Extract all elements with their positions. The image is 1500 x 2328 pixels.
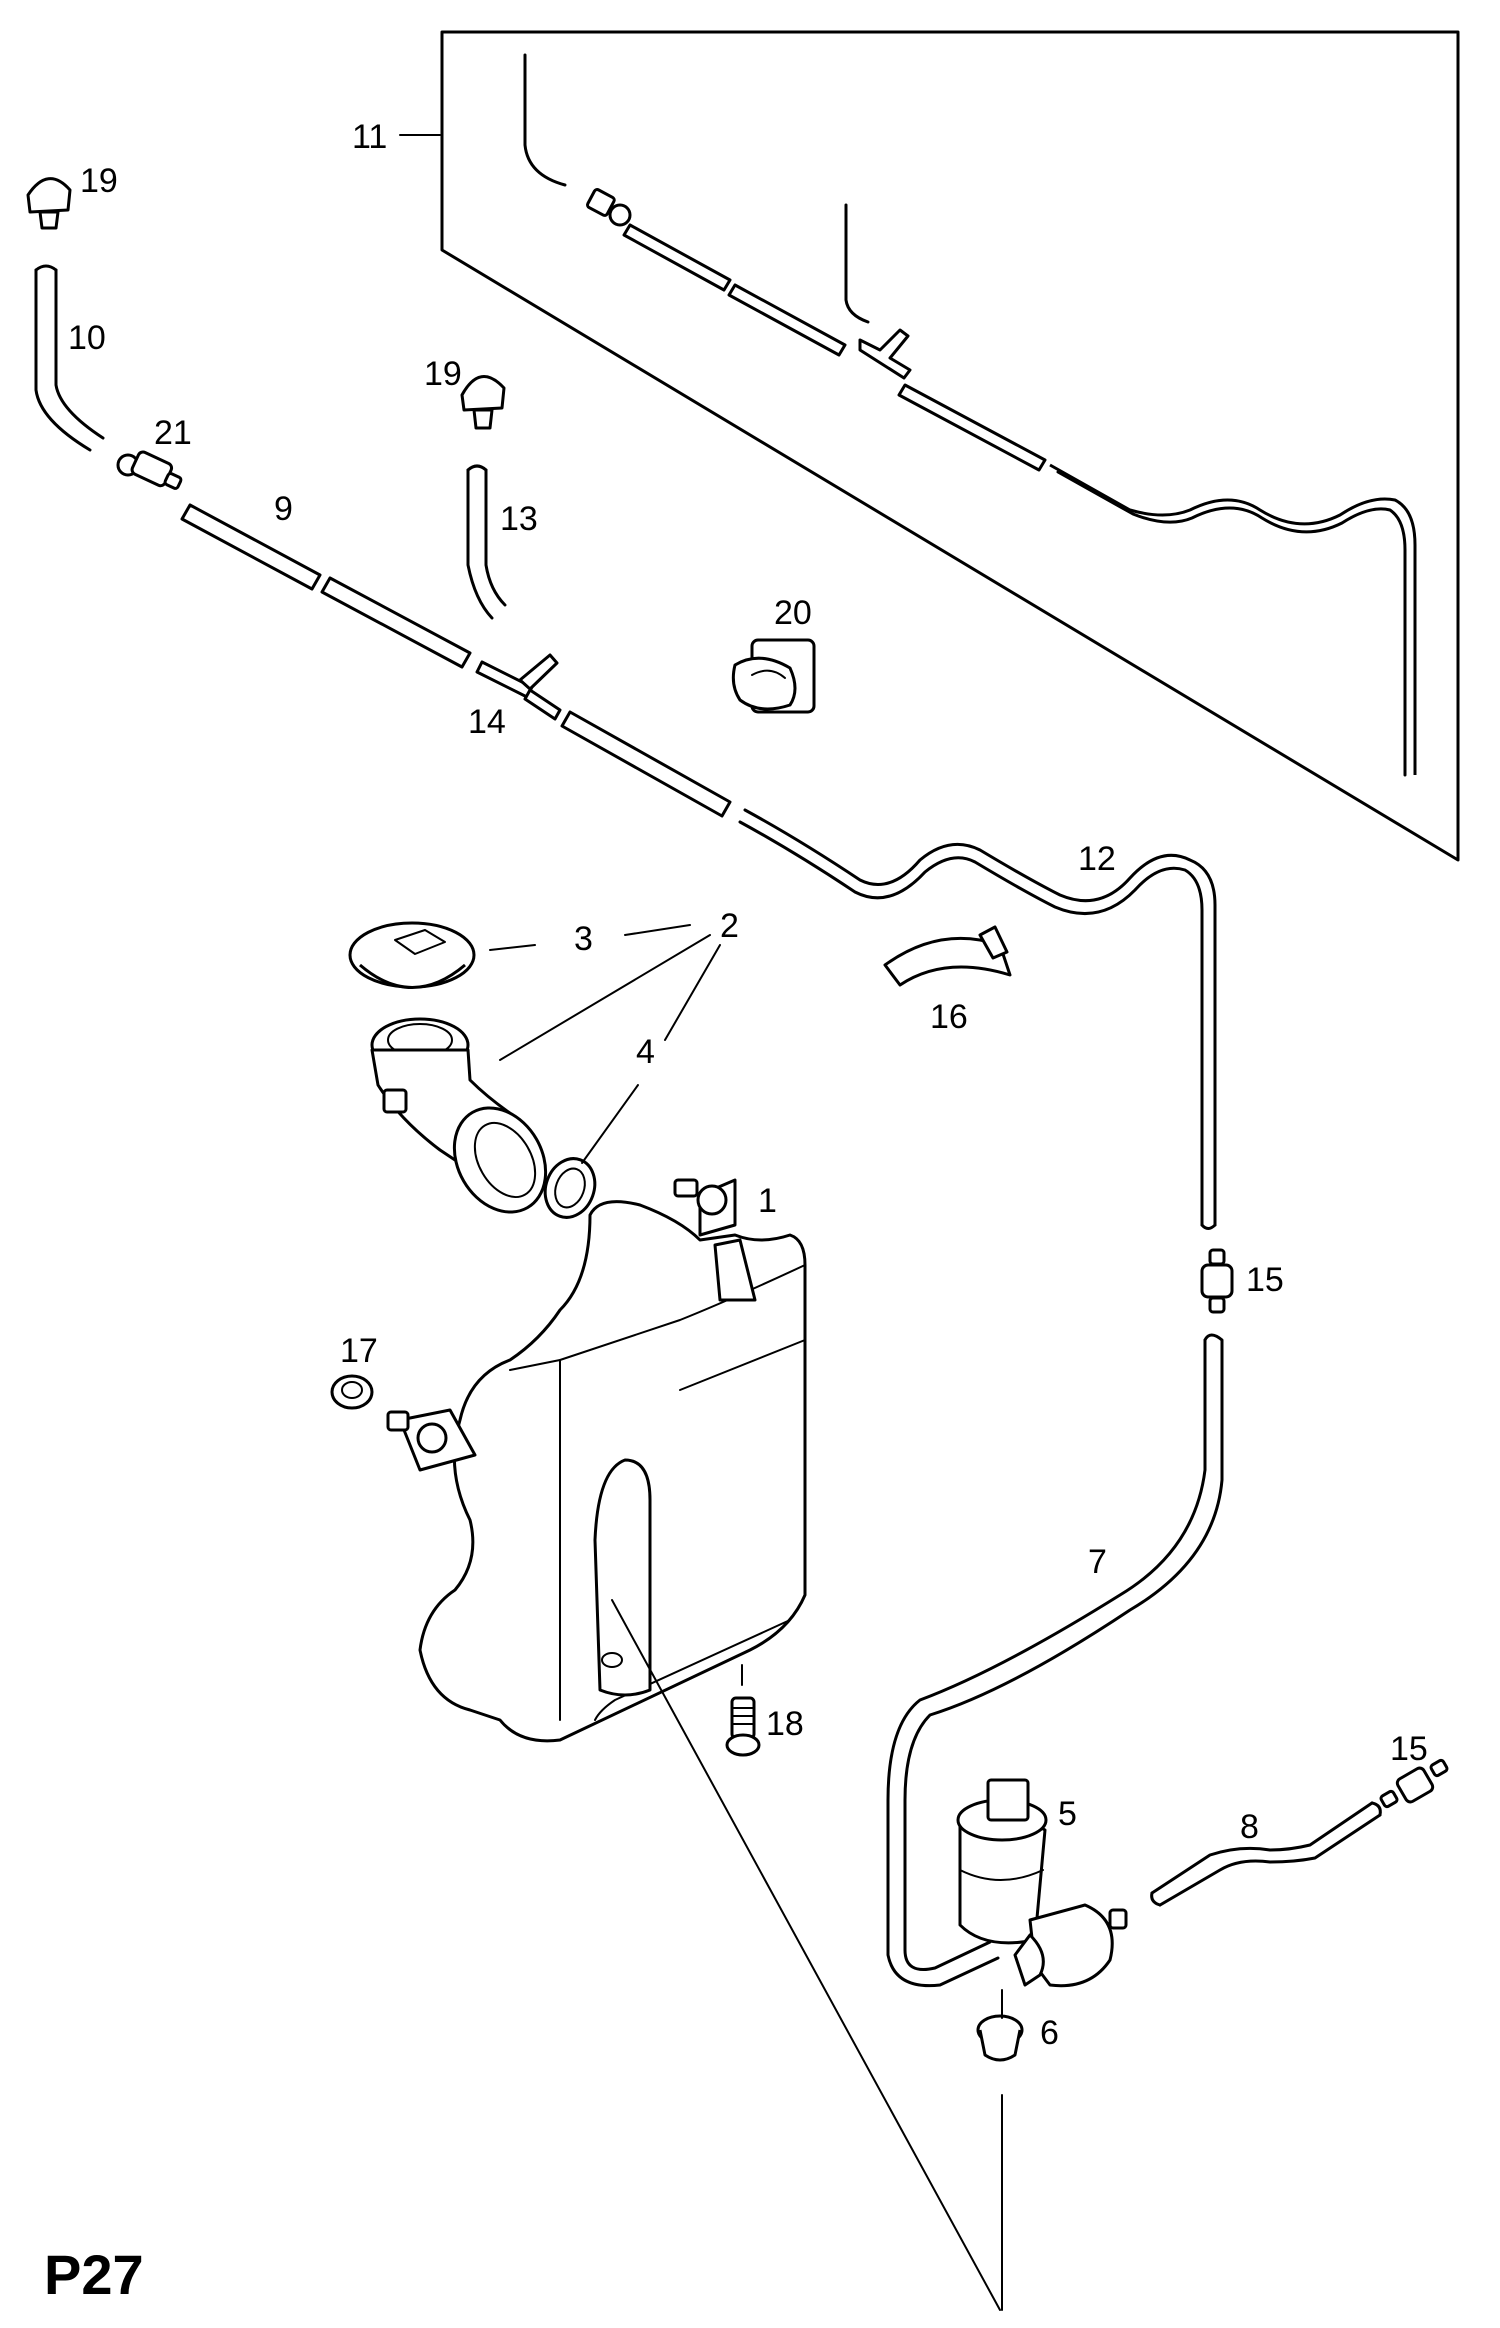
hose-clip-20: [731, 638, 816, 714]
callout-19-left: 19: [80, 162, 118, 200]
callout-17: 17: [340, 1332, 378, 1370]
filler-cap-3: [348, 921, 476, 989]
hose-9: [180, 503, 472, 669]
washer-pump-5: [956, 1778, 1128, 1988]
inset-check-valve: [586, 188, 632, 227]
washer-jet-19-left: [26, 177, 72, 230]
callout-16: 16: [930, 998, 968, 1036]
callout-6: 6: [1040, 2014, 1059, 2052]
callout-14: 14: [468, 703, 506, 741]
hose-10: [34, 264, 105, 452]
callout-9: 9: [274, 490, 293, 528]
callout-numbers: 1 2 3 4 5 6 7 8 9 10 11 12 13 14 15 15 1…: [68, 118, 1428, 2052]
inset-hose-sections: [622, 223, 1417, 777]
callout-4: 4: [636, 1033, 655, 1071]
callout-7: 7: [1088, 1543, 1107, 1581]
hose-8: [1150, 1801, 1382, 1907]
hose-12: [560, 710, 1217, 1230]
inset-y-connector: [858, 328, 912, 380]
hose-7: [886, 1333, 1224, 1988]
callout-3: 3: [574, 920, 593, 958]
callout-15-middle: 15: [1246, 1261, 1284, 1299]
callout-15-right: 15: [1390, 1730, 1428, 1768]
callout-11: 11: [352, 118, 387, 156]
check-valve-15-middle: [1200, 1248, 1234, 1314]
callout-5: 5: [1058, 1795, 1077, 1833]
screw-18: [725, 1664, 761, 1757]
callout-10: 10: [68, 319, 106, 357]
check-valve-21: [116, 450, 183, 490]
reservoir-1: [386, 1178, 807, 1743]
inset-panel-rear-washer-hose: [440, 30, 1460, 862]
seal-ring-4: [543, 1157, 597, 1219]
callout-13: 13: [500, 500, 538, 538]
callout-8: 8: [1240, 1808, 1259, 1846]
y-connector-14: [475, 653, 562, 721]
page-code: P27: [44, 2243, 144, 2306]
callout-2: 2: [720, 907, 739, 945]
callout-18: 18: [766, 1705, 804, 1743]
callout-12: 12: [1078, 840, 1116, 878]
filler-neck-2: [370, 1017, 548, 1214]
washer-jet-19-center: [460, 375, 506, 430]
callout-21: 21: [154, 414, 192, 452]
nut-17: [330, 1374, 374, 1410]
leader-lines: [399, 134, 1003, 2311]
callout-20: 20: [774, 594, 812, 632]
hose-clip-16: [883, 925, 1012, 987]
callout-1: 1: [758, 1182, 777, 1220]
callout-19-center: 19: [424, 355, 462, 393]
grommet-6: [976, 1989, 1024, 2062]
hose-13: [466, 464, 507, 620]
check-valve-15-right: [1379, 1758, 1449, 1809]
